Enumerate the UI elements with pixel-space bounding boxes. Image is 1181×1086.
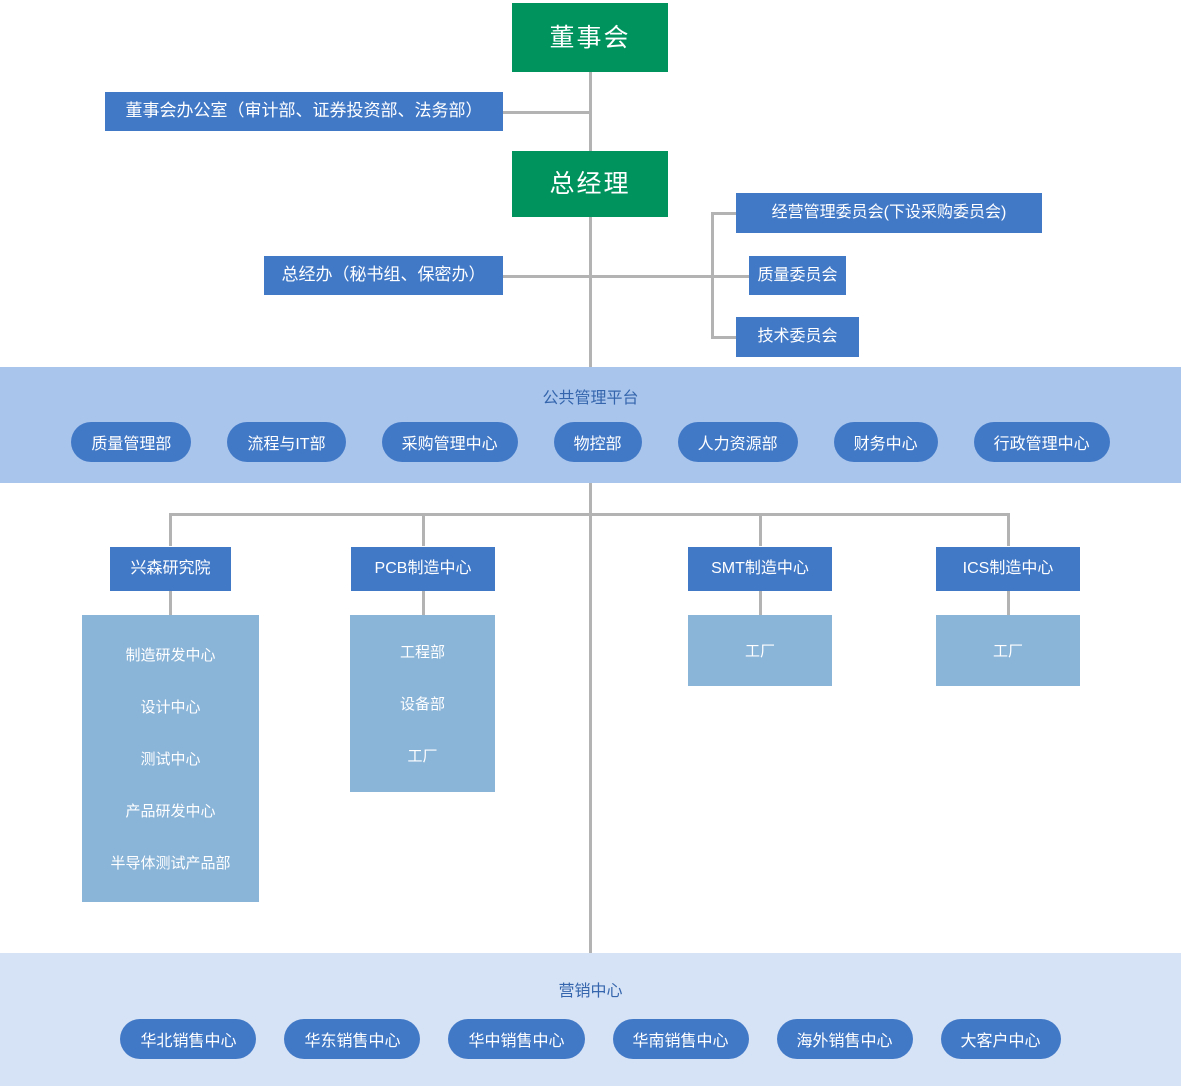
- marketing-title: 营销中心: [558, 983, 623, 1000]
- node-board[interactable]: 董事会: [512, 3, 668, 72]
- node-smt-center[interactable]: SMT制造中心: [688, 547, 832, 591]
- connector-research-to-panel: [169, 591, 172, 615]
- panel-pcb-center: 工程部 设备部 工厂: [350, 615, 495, 792]
- marketing-center-row: 华北销售中心 华东销售中心 华中销售中心 华南销售中心 海外销售中心 大客户中心: [0, 1019, 1181, 1059]
- connector-committee-1: [711, 212, 737, 215]
- connector-board-office: [502, 111, 592, 114]
- connector-gm-to-platform: [589, 216, 592, 368]
- node-gm-office[interactable]: 总经办（秘书组、保密办）: [264, 256, 503, 295]
- panel-item-research-0: 制造研发中心: [125, 647, 216, 664]
- platform-dept-administration[interactable]: 行政管理中心: [973, 422, 1110, 462]
- panel-item-ics-0: 工厂: [992, 643, 1023, 660]
- platform-dept-process-it[interactable]: 流程与IT部: [227, 422, 346, 462]
- platform-dept-material-control[interactable]: 物控部: [553, 422, 642, 462]
- connector-pcb-to-panel: [422, 591, 425, 615]
- marketing-center-key-accounts[interactable]: 大客户中心: [940, 1019, 1061, 1059]
- platform-dept-hr[interactable]: 人力资源部: [677, 422, 798, 462]
- platform-title: 公共管理平台: [542, 390, 639, 407]
- panel-ics-center: 工厂: [936, 615, 1080, 686]
- connector-committee-3: [711, 336, 737, 339]
- node-board-office[interactable]: 董事会办公室（审计部、证券投资部、法务部）: [105, 92, 503, 131]
- panel-item-research-3: 产品研发中心: [125, 803, 216, 820]
- panel-item-smt-0: 工厂: [744, 643, 775, 660]
- node-committee-technology[interactable]: 技术委员会: [736, 317, 859, 357]
- connector-smt-to-panel: [759, 591, 762, 615]
- panel-item-pcb-1: 设备部: [399, 696, 445, 713]
- panel-smt-center: 工厂: [688, 615, 832, 686]
- marketing-center-north[interactable]: 华北销售中心: [120, 1019, 257, 1059]
- node-pcb-center[interactable]: PCB制造中心: [351, 547, 495, 591]
- marketing-center-east[interactable]: 华东销售中心: [284, 1019, 421, 1059]
- connector-bus-to-marketing: [589, 513, 592, 953]
- node-ics-center[interactable]: ICS制造中心: [936, 547, 1080, 591]
- panel-item-pcb-2: 工厂: [407, 748, 438, 765]
- panel-item-pcb-0: 工程部: [399, 644, 445, 661]
- platform-dept-quality[interactable]: 质量管理部: [71, 422, 192, 462]
- connector-platform-to-bus: [589, 482, 592, 515]
- panel-research-institute: 制造研发中心 设计中心 测试中心 产品研发中心 半导体测试产品部: [82, 615, 259, 902]
- node-research-institute[interactable]: 兴森研究院: [110, 547, 231, 591]
- panel-item-research-4: 半导体测试产品部: [110, 855, 231, 872]
- marketing-center-south[interactable]: 华南销售中心: [612, 1019, 749, 1059]
- connector-gm-office: [502, 275, 592, 278]
- node-committee-quality[interactable]: 质量委员会: [749, 256, 846, 295]
- panel-item-research-2: 测试中心: [140, 751, 201, 768]
- connector-drop-pcb: [422, 513, 425, 546]
- platform-dept-procurement[interactable]: 采购管理中心: [381, 422, 518, 462]
- connector-gm-to-committees: [589, 275, 714, 278]
- connector-committee-2: [711, 275, 749, 278]
- panel-item-research-1: 设计中心: [140, 699, 201, 716]
- marketing-band: 营销中心 华北销售中心 华东销售中心 华中销售中心 华南销售中心 海外销售中心 …: [0, 953, 1181, 1086]
- connector-drop-research: [169, 513, 172, 546]
- connector-drop-ics: [1007, 513, 1010, 546]
- marketing-center-overseas[interactable]: 海外销售中心: [776, 1019, 913, 1059]
- marketing-center-central[interactable]: 华中销售中心: [448, 1019, 585, 1059]
- platform-band: 公共管理平台 质量管理部 流程与IT部 采购管理中心 物控部 人力资源部 财务中…: [0, 367, 1181, 483]
- connector-manufacturing-bus: [169, 513, 1010, 516]
- node-general-manager[interactable]: 总经理: [512, 151, 668, 217]
- platform-dept-finance[interactable]: 财务中心: [833, 422, 938, 462]
- platform-department-row: 质量管理部 流程与IT部 采购管理中心 物控部 人力资源部 财务中心 行政管理中…: [0, 422, 1181, 462]
- connector-drop-smt: [759, 513, 762, 546]
- connector-ics-to-panel: [1007, 591, 1010, 615]
- node-committee-management[interactable]: 经营管理委员会(下设采购委员会): [736, 193, 1042, 233]
